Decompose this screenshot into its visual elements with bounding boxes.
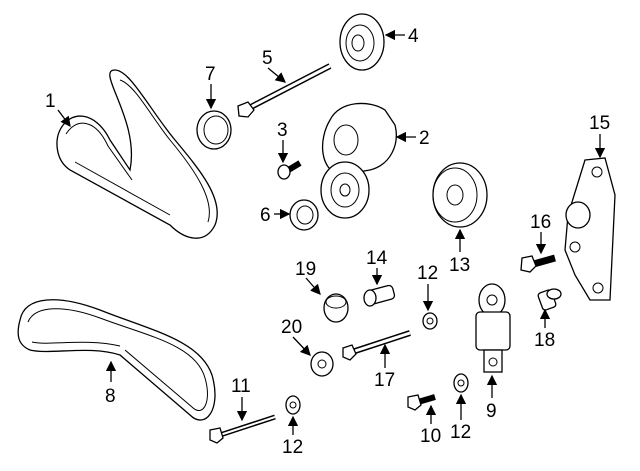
callout-12-bottom: 12	[282, 437, 303, 458]
callout-20: 20	[281, 317, 302, 338]
bolt-3	[277, 160, 302, 180]
callout-2: 2	[419, 128, 430, 149]
spacer-20	[310, 351, 334, 377]
callout-14: 14	[366, 248, 388, 269]
washer-12-bottom	[285, 395, 301, 415]
tensioner-bracket-15	[564, 157, 616, 301]
bolt-11	[209, 414, 276, 444]
spacer-19	[323, 293, 349, 323]
drive-belt-8	[17, 299, 216, 421]
callout-10: 10	[420, 426, 441, 447]
callout-11: 11	[231, 376, 251, 397]
bolt-10	[407, 394, 436, 411]
callout-7: 7	[205, 64, 216, 85]
callout-16: 16	[530, 212, 551, 233]
idler-pulley-4	[339, 13, 385, 71]
bolt-14	[363, 284, 396, 307]
bolt-5	[237, 63, 332, 118]
callout-6: 6	[260, 205, 271, 226]
callout-15: 15	[589, 113, 610, 134]
callout-arrows	[57, 29, 606, 435]
callout-17: 17	[374, 370, 395, 391]
callout-13: 13	[449, 255, 470, 276]
callout-8: 8	[105, 386, 116, 407]
cap-7	[196, 110, 232, 150]
callout-12-top: 12	[417, 263, 438, 284]
washer-6	[289, 199, 319, 231]
idler-pulley-13	[432, 162, 488, 228]
callout-18: 18	[534, 330, 555, 351]
serpentine-belt-1	[56, 69, 218, 239]
washer-12-top	[422, 312, 438, 330]
callout-1: 1	[45, 91, 56, 112]
washer-12-right	[453, 373, 469, 393]
callout-12-right: 12	[450, 422, 471, 443]
bolt-16	[520, 254, 556, 273]
callout-5: 5	[262, 48, 273, 69]
tensioner-damper-9	[475, 283, 511, 373]
callout-3: 3	[277, 120, 288, 141]
belt-tensioner-2	[320, 102, 397, 219]
callout-19: 19	[295, 259, 316, 280]
bolt-17	[342, 330, 411, 361]
bolt-18	[537, 288, 562, 311]
callout-4: 4	[408, 26, 419, 47]
callout-9: 9	[486, 401, 497, 422]
